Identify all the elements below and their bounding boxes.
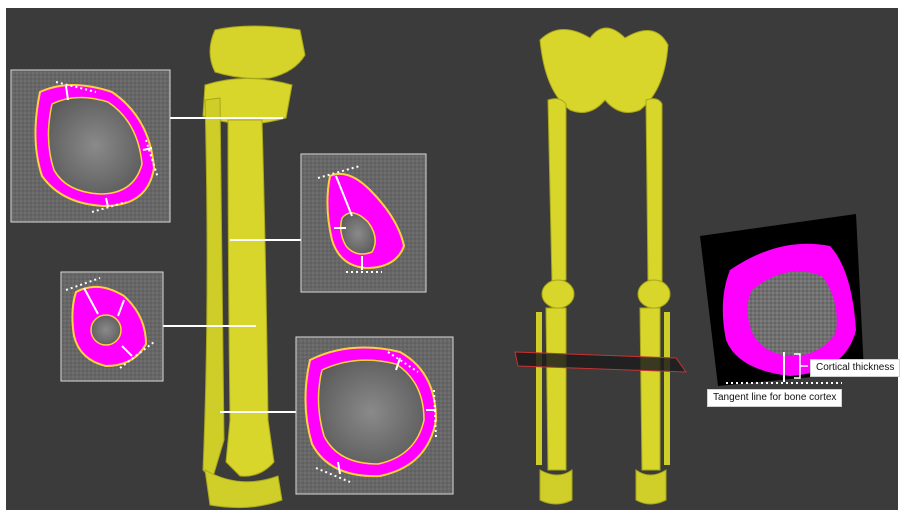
- lower-limb-skeleton-3d-model: [515, 28, 686, 504]
- ct-slice-inset-1: [11, 70, 170, 222]
- tibia-fibula-3d-model: [203, 26, 305, 508]
- tangent-line-label: Tangent line for bone cortex: [707, 389, 842, 407]
- ct-slice-inset-2: [301, 154, 426, 292]
- ct-slice-inset-4: [296, 337, 453, 494]
- cortical-thickness-label: Cortical thickness: [810, 359, 900, 377]
- ct-slice-inset-3: [61, 272, 163, 381]
